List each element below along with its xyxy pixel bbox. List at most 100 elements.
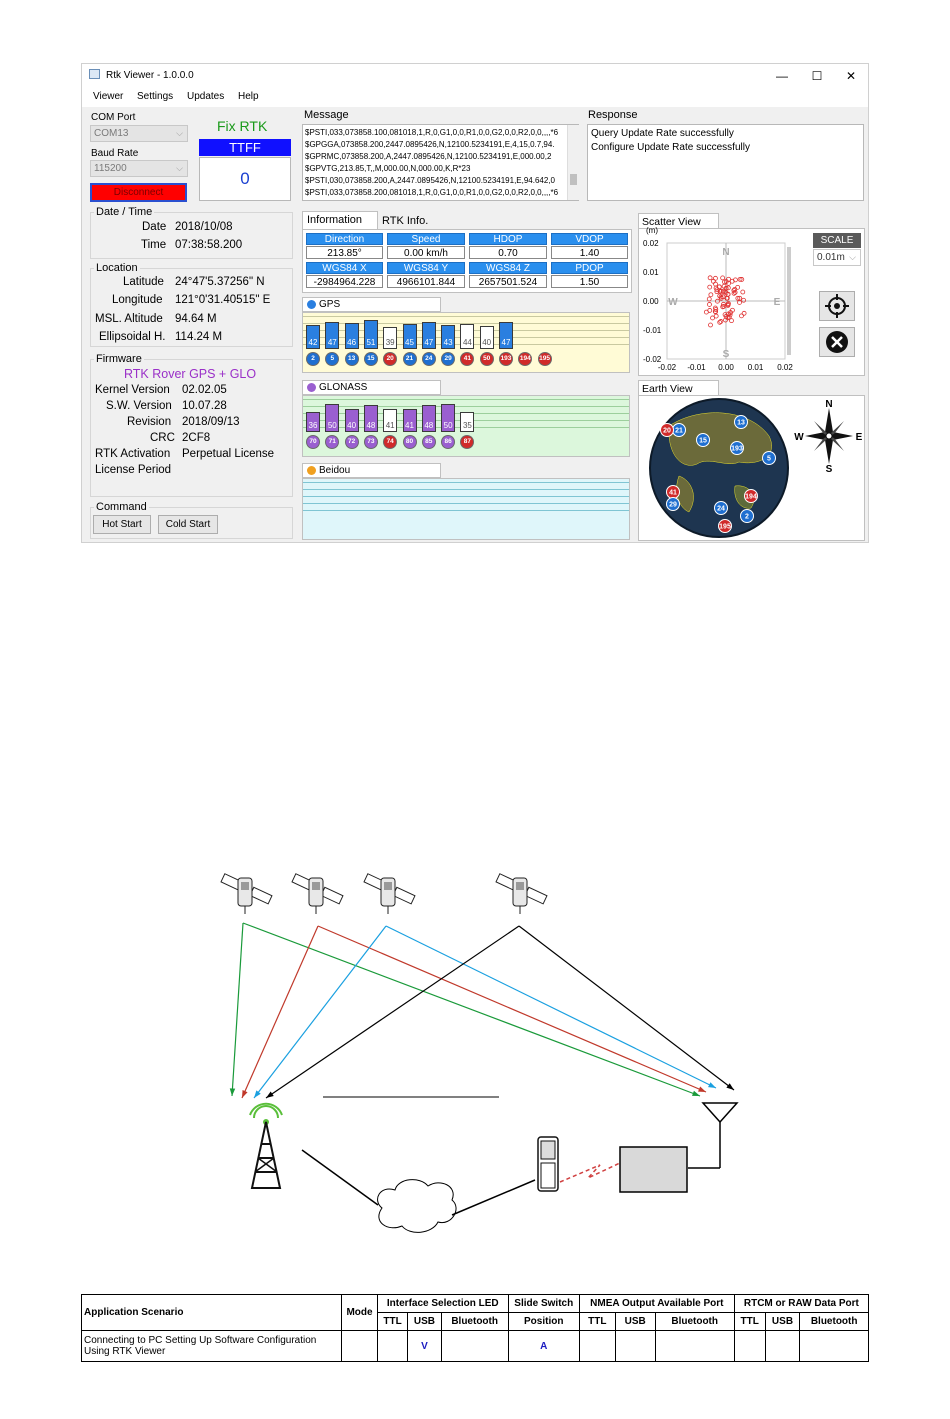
prn-badge: 5 xyxy=(326,353,339,365)
response-log[interactable]: Query Update Rate successfully Configure… xyxy=(587,124,864,201)
message-line: $PSTI,030,073858.200,A,2447.0895426,N,12… xyxy=(305,176,555,185)
compass-rose-icon: N S W E xyxy=(794,400,862,472)
earth-satellite-badge: 29 xyxy=(666,497,680,511)
gps-tab: GPS xyxy=(302,297,441,312)
prn-badge: 80 xyxy=(403,436,416,448)
satellite-prn: 194 xyxy=(745,494,757,501)
scale-label: SCALE xyxy=(813,233,861,248)
scatter-point xyxy=(714,289,720,295)
snr-bar: 43 xyxy=(441,324,456,349)
satellite-marker xyxy=(744,489,758,503)
satellite-prn: 2 xyxy=(745,514,749,521)
center-target-button[interactable] xyxy=(819,291,855,321)
scale-value: 0.01m xyxy=(817,252,845,263)
scatter-point xyxy=(716,284,722,290)
minimize-button[interactable]: — xyxy=(776,69,788,83)
satellite-marker xyxy=(714,501,728,515)
fix-status: Fix RTK xyxy=(217,118,268,134)
mobile-phone-icon xyxy=(537,1136,559,1192)
scatter-point xyxy=(720,275,726,281)
snr-value: 44 xyxy=(462,338,472,347)
scatter-point xyxy=(727,312,733,318)
satellite-marker xyxy=(734,415,748,429)
tab-information[interactable]: Information xyxy=(302,211,378,229)
disconnect-button[interactable]: Disconnect xyxy=(90,183,187,202)
rtk-activation-value: Perpetual License xyxy=(182,448,275,460)
scatter-point xyxy=(713,307,719,312)
compass-n: N xyxy=(825,400,832,410)
com-port-select[interactable]: COM13⌵ xyxy=(90,125,188,142)
led-ttl-cell xyxy=(376,1330,409,1362)
chevron-down-icon: ⌵ xyxy=(176,128,183,138)
grid-line xyxy=(303,489,629,490)
menu-help[interactable]: Help xyxy=(238,91,259,102)
satellite-prn: 5 xyxy=(767,456,771,463)
prn-badge: 13 xyxy=(345,353,358,365)
nmea-usb-header: USB xyxy=(614,1312,656,1331)
speed-value: 0.00 km/h xyxy=(387,246,465,259)
arrowhead xyxy=(692,1090,700,1096)
scatter-point xyxy=(707,284,713,290)
message-scrollbar[interactable] xyxy=(567,125,579,200)
scatter-point xyxy=(720,304,726,310)
scrollbar-thumb[interactable] xyxy=(570,174,577,185)
scatter-point xyxy=(725,285,731,291)
scatter-point xyxy=(735,295,741,301)
cold-start-button[interactable]: Cold Start xyxy=(158,515,218,534)
ellipsoidal-value: 114.24 M xyxy=(175,331,223,343)
beidou-label: Beidou xyxy=(319,465,351,476)
snr-value: 51 xyxy=(366,338,376,347)
snr-bar: 41 xyxy=(383,408,398,432)
earth-view-tab: Earth View xyxy=(638,380,719,396)
menu-viewer[interactable]: Viewer xyxy=(93,91,124,102)
hot-start-button[interactable]: Hot Start xyxy=(93,515,151,534)
satellite-icon xyxy=(495,873,548,915)
date-label: Date xyxy=(142,221,167,233)
response-title: Response xyxy=(588,109,638,121)
chevron-down-icon: ⌵ xyxy=(849,252,856,262)
scatter-point xyxy=(740,289,746,295)
wgs84-y-value: 4966101.844 xyxy=(387,275,465,288)
tab-rtk-info[interactable]: RTK Info. xyxy=(379,213,437,229)
scatter-point xyxy=(730,307,735,313)
prn-badge: 74 xyxy=(384,436,397,448)
scatter-ytick: 0.01 xyxy=(643,268,659,277)
menu-settings[interactable]: Settings xyxy=(137,91,174,102)
date-value: 2018/10/08 xyxy=(175,221,233,233)
app-icon xyxy=(89,69,100,79)
pdop-header: PDOP xyxy=(551,262,628,274)
scale-select[interactable]: 0.01m ⌵ xyxy=(813,249,861,266)
snr-bar: 40 xyxy=(479,326,494,349)
hdop-header: HDOP xyxy=(469,233,547,245)
maximize-button[interactable]: ☐ xyxy=(811,69,823,83)
satellite-marker xyxy=(696,433,710,447)
menu-updates[interactable]: Updates xyxy=(187,91,225,102)
prn-badge: 194 xyxy=(519,353,532,365)
internet-cloud-icon xyxy=(377,1179,457,1233)
rtk-activation-label: RTK Activation xyxy=(95,448,171,460)
message-log[interactable]: $PSTI,033,073858.100,081018,1,R,0,G1,0,0… xyxy=(302,124,579,201)
scatter-point xyxy=(707,275,713,281)
scatter-point xyxy=(718,319,724,324)
satellite-marker xyxy=(718,519,732,533)
command-title: Command xyxy=(94,501,149,513)
close-button[interactable]: ✕ xyxy=(845,69,857,83)
datetime-group xyxy=(90,212,293,259)
baud-rate-select[interactable]: 115200⌵ xyxy=(90,160,188,177)
gnss-antenna-icon xyxy=(688,1102,739,1169)
snr-value: 43 xyxy=(443,338,453,347)
arrowhead xyxy=(242,1090,248,1098)
message-line: $PSTI,033,073858.100,081018,1,R,0,G1,0,0… xyxy=(305,128,559,137)
scatter-point xyxy=(739,313,744,319)
earth-satellite-badge: 195 xyxy=(718,519,732,533)
satellite-prn: 29 xyxy=(669,502,677,509)
prn-badge: 24 xyxy=(422,353,435,365)
scatter-unit: (m) xyxy=(646,226,658,235)
snr-value: 41 xyxy=(405,421,414,430)
clear-scatter-button[interactable] xyxy=(819,327,855,357)
rtcm-bluetooth-header: Bluetooth xyxy=(799,1312,869,1331)
hdop-value: 0.70 xyxy=(469,246,547,259)
crc-value: 2CF8 xyxy=(182,432,211,444)
scatter-point xyxy=(713,309,719,315)
glonass-label: GLONASS xyxy=(319,382,368,393)
